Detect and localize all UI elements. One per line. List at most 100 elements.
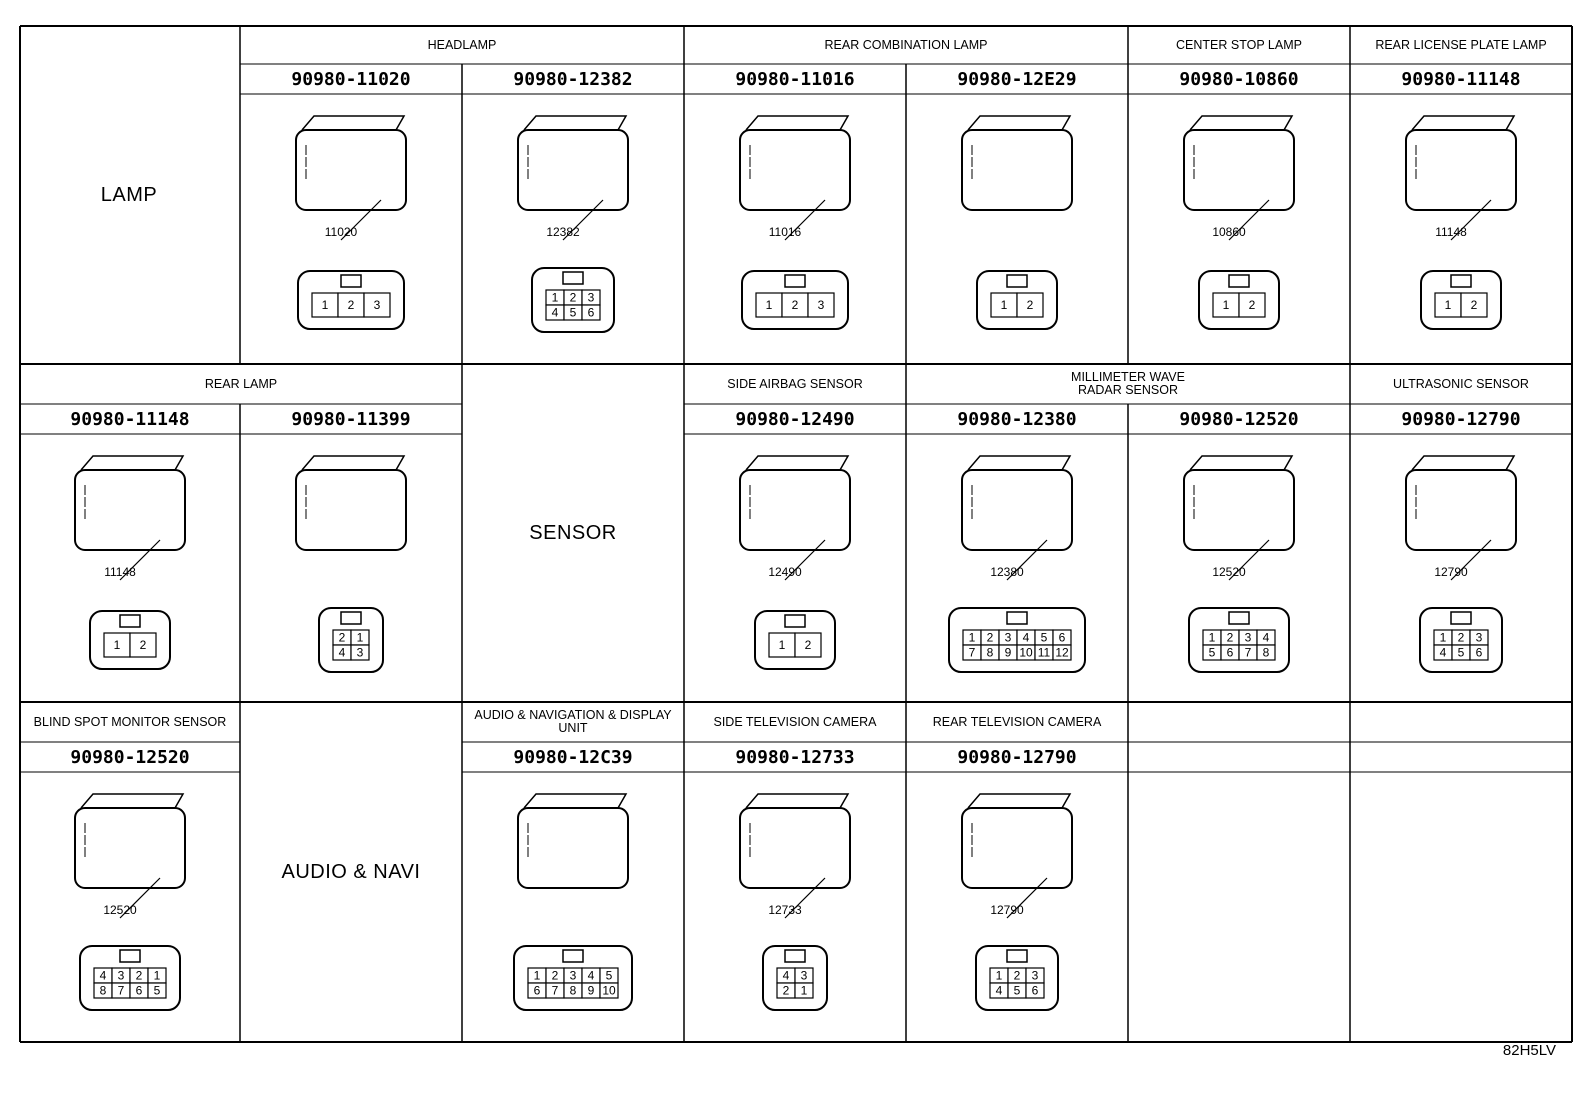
group-title-rear-lamp: REAR LAMP bbox=[204, 376, 278, 391]
locking-tab bbox=[340, 274, 362, 288]
pin-number: 1 bbox=[154, 969, 161, 983]
connector-top-edge bbox=[301, 115, 406, 131]
connector-top-edge bbox=[523, 793, 628, 809]
pin-number: 1 bbox=[534, 969, 541, 983]
connector-body bbox=[739, 469, 851, 551]
callout-leader bbox=[1006, 539, 1048, 581]
pin-number: 8 bbox=[570, 984, 577, 998]
pin-number: 2 bbox=[1458, 631, 1465, 645]
part-number: 90980-12790 bbox=[957, 746, 1077, 768]
pin-cell bbox=[1434, 292, 1462, 318]
pin-number: 4 bbox=[100, 969, 107, 983]
pin-number: 4 bbox=[783, 969, 790, 983]
pin-cell bbox=[1238, 292, 1266, 318]
callout-leader bbox=[119, 877, 161, 919]
row-label-lamp: LAMP bbox=[100, 183, 158, 206]
connector-top-edge bbox=[1189, 455, 1294, 471]
pin-number: 2 bbox=[339, 631, 346, 645]
group-title-line: UNIT bbox=[558, 721, 588, 735]
pin-number: 2 bbox=[552, 969, 559, 983]
pin-number: 1 bbox=[801, 984, 808, 998]
part-number: 90980-11016 bbox=[735, 68, 855, 90]
pin-number: 4 bbox=[552, 306, 559, 320]
pin-number: 3 bbox=[1476, 631, 1483, 645]
pin-cell bbox=[581, 304, 601, 321]
connector-top-edge bbox=[301, 455, 406, 471]
pin-number: 3 bbox=[570, 969, 577, 983]
callout-leader bbox=[1450, 539, 1492, 581]
connector-body bbox=[739, 807, 851, 889]
pin-number: 5 bbox=[1458, 646, 1465, 660]
pin-number: 4 bbox=[1440, 646, 1447, 660]
locking-tab bbox=[119, 614, 141, 628]
group-title-blind-spot-monitor-sensor: BLIND SPOT MONITOR SENSOR bbox=[33, 714, 227, 729]
pin-cell bbox=[1016, 292, 1044, 318]
group-title-line: RADAR SENSOR bbox=[1077, 383, 1179, 397]
pin-number: 5 bbox=[1014, 984, 1021, 998]
locking-tab bbox=[1450, 274, 1472, 288]
pin-number: 2 bbox=[1249, 298, 1256, 312]
locking-tab bbox=[784, 274, 806, 288]
locking-tab bbox=[562, 949, 584, 963]
part-number: 90980-12520 bbox=[70, 746, 190, 768]
connector-body bbox=[739, 129, 851, 211]
callout-leader bbox=[340, 199, 382, 241]
locking-tab bbox=[1228, 274, 1250, 288]
callout-label: 12733 bbox=[768, 903, 802, 917]
pin-number: 2 bbox=[348, 298, 355, 312]
connector-body bbox=[295, 469, 407, 551]
row-label-sensor: SENSOR bbox=[529, 521, 617, 544]
locking-tab bbox=[784, 614, 806, 628]
pin-number: 4 bbox=[996, 984, 1003, 998]
pin-number: 6 bbox=[534, 984, 541, 998]
locking-tab bbox=[1006, 949, 1028, 963]
pin-number: 2 bbox=[805, 638, 812, 652]
pin-number: 3 bbox=[588, 291, 595, 305]
pin-number: 2 bbox=[136, 969, 143, 983]
pin-number: 1 bbox=[1440, 631, 1447, 645]
group-title-rear-combination-lamp: REAR COMBINATION LAMP bbox=[824, 37, 988, 52]
group-title-audio-navigation-display-unit: AUDIO & NAVIGATION & DISPLAY UNIT bbox=[462, 702, 684, 742]
callout-label: 12790 bbox=[990, 903, 1024, 917]
pin-cell bbox=[794, 632, 822, 658]
pin-cell bbox=[129, 632, 157, 658]
locking-tab bbox=[119, 949, 141, 963]
part-number: 90980-11148 bbox=[1401, 68, 1521, 90]
callout-label: 11148 bbox=[104, 565, 136, 579]
callout-leader bbox=[1450, 199, 1492, 241]
pin-number: 3 bbox=[118, 969, 125, 983]
pin-number: 8 bbox=[987, 646, 994, 660]
pin-cell bbox=[794, 982, 814, 999]
pin-number: 5 bbox=[570, 306, 577, 320]
pin-cell bbox=[350, 644, 370, 661]
part-number: 90980-12E29 bbox=[957, 68, 1077, 90]
pin-number: 1 bbox=[779, 638, 786, 652]
connector-top-edge bbox=[745, 455, 850, 471]
callout-label: 11020 bbox=[325, 225, 358, 239]
pin-number: 10 bbox=[602, 984, 616, 998]
connector-body bbox=[1183, 129, 1295, 211]
connector-body bbox=[517, 807, 629, 889]
pin-number: 3 bbox=[374, 298, 381, 312]
locking-tab bbox=[340, 611, 362, 625]
pin-number: 6 bbox=[588, 306, 595, 320]
connector-body bbox=[74, 807, 186, 889]
callout-label: 12382 bbox=[546, 225, 580, 239]
part-number: 90980-11020 bbox=[291, 68, 411, 90]
pin-number: 3 bbox=[818, 298, 825, 312]
locking-tab bbox=[1006, 611, 1028, 625]
connector-top-edge bbox=[967, 793, 1072, 809]
pin-cell bbox=[781, 292, 809, 318]
part-number: 90980-11148 bbox=[70, 408, 190, 430]
pin-number: 2 bbox=[1227, 631, 1234, 645]
